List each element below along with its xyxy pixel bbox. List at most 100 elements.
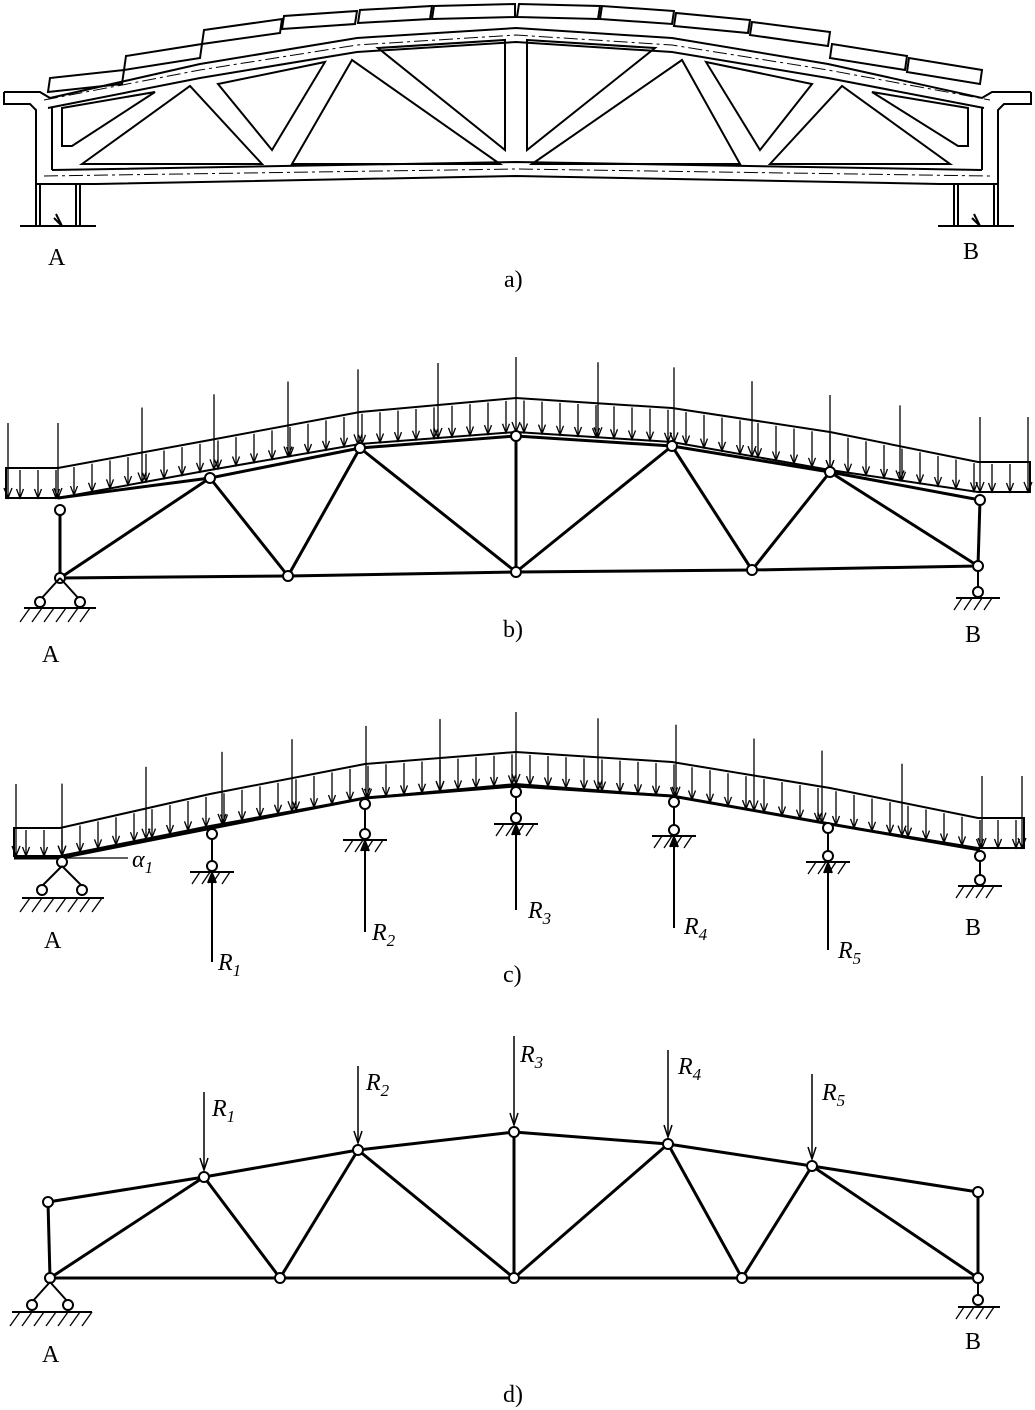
panel-b-web-members (58, 436, 982, 580)
panel-c-short-load-arrow (363, 765, 373, 800)
panel-b-short-load-arrow (861, 441, 871, 478)
panel-d-pin-support-a (9, 1281, 93, 1327)
edge-cantilever-left (3, 92, 37, 184)
panel-b-short-load-arrow (591, 405, 601, 439)
panel-d-web-members (46, 1132, 980, 1280)
panel-c-long-load-arrow (817, 750, 827, 825)
panel-c-reaction-label-2: R2 (371, 920, 396, 950)
panel-b-short-load-arrow (987, 464, 997, 494)
panel-d-load-label-1: R1 (211, 1096, 235, 1126)
panel-c-short-load-arrow (759, 779, 769, 815)
panel-b-short-load-arrow (609, 406, 619, 441)
panel-b-short-load-arrow (501, 400, 511, 435)
panel-c-elastic-support-2 (343, 798, 387, 853)
panel-b-short-load-arrow (915, 452, 925, 486)
panel-c-short-load-arrow (453, 758, 463, 792)
panel-b-short-load-arrow (123, 457, 133, 487)
panel-c-angle-label: α1 (132, 847, 153, 877)
panel-c-short-load-arrow (651, 762, 661, 797)
panel-b-short-load-arrow (879, 444, 889, 480)
panel-c-short-load-arrow (633, 761, 643, 796)
bottom-chord-outer (36, 174, 998, 185)
panel-c-short-load-arrow (75, 825, 85, 854)
panel-a-caption: a) (504, 267, 523, 293)
web-opening-10 (871, 91, 969, 147)
panel-c-short-load-arrow (1011, 820, 1021, 850)
panel-c-short-load-arrow (435, 760, 445, 793)
panel-b-short-load-arrow (483, 402, 493, 436)
panel-d-roller-support-b (955, 1283, 1000, 1320)
panel-b-long-load-arrow (747, 381, 757, 458)
panel-c-short-load-arrow (921, 809, 931, 842)
panel-b-long-load-arrow (137, 407, 147, 485)
panel-d-support-b-label: B (965, 1329, 981, 1355)
web-opening-8 (703, 60, 814, 152)
panel-c-long-load-arrow (977, 776, 987, 850)
panel-b-distributed-load-band (5, 396, 1031, 499)
web-opening-7 (528, 58, 742, 165)
panel-b-short-load-arrow (717, 417, 727, 453)
panel-d-load-arrow-1 (199, 1092, 209, 1173)
panel-b-roller-support-b (953, 571, 1000, 611)
panel-c-short-load-arrow (381, 764, 391, 798)
panel-c-short-load-arrow (39, 830, 49, 858)
bottom-chord-inner (51, 160, 983, 171)
panel-c-long-load-arrow (593, 718, 603, 793)
panel-b-short-load-arrow (213, 440, 223, 471)
top-chord-outer (4, 26, 1031, 100)
panel-c-reaction-label-1: R1 (217, 950, 241, 980)
panel-b-short-load-arrow (393, 410, 403, 443)
panel-a-truss-drawing (3, 2, 1032, 227)
panel-c-support-a-label: A (44, 928, 62, 954)
panel-d-support-a-label: A (42, 1342, 60, 1368)
panel-c-short-load-arrow (975, 820, 985, 850)
panel-c-short-load-arrow (903, 805, 913, 839)
panel-c-reaction-label-3: R3 (527, 898, 551, 928)
panel-b-load-arrows (3, 357, 1033, 500)
panel-b-nodes (54, 430, 986, 584)
panel-c-short-load-arrow (579, 758, 589, 792)
panel-b-short-load-arrow (519, 400, 529, 435)
web-opening-2 (78, 84, 265, 165)
panel-c-long-load-arrow (1017, 776, 1027, 850)
panel-c-short-load-arrow (237, 789, 247, 823)
panel-b-short-load-arrow (15, 470, 25, 500)
panel-c-reaction-label-4: R4 (683, 914, 708, 944)
panel-b-short-load-arrow (663, 409, 673, 444)
panel-b-short-load-arrow (375, 412, 385, 445)
panel-c-elastic-supports (190, 786, 850, 962)
roof-slabs (46, 2, 984, 94)
panel-d-load-arrow-3 (509, 1036, 519, 1128)
panel-c-short-load-arrow (939, 813, 949, 845)
panel-b-short-load-arrow (753, 423, 763, 460)
panel-c-long-load-arrow (141, 766, 151, 841)
panel-c-long-load-arrow (671, 724, 681, 799)
panel-b-long-load-arrow (511, 357, 521, 434)
panel-b-short-load-arrow (177, 447, 187, 477)
panel-b-short-load-arrow (699, 414, 709, 450)
panel-c-short-load-arrow (21, 830, 31, 858)
panel-b-long-load-arrow (669, 367, 679, 445)
panel-c-short-load-arrow (831, 791, 841, 827)
panel-b-short-load-arrow (969, 463, 979, 494)
panel-c-short-load-arrow (741, 776, 751, 811)
truss-centerline (43, 34, 991, 177)
panel-c-short-load-arrow (93, 821, 103, 851)
web-opening-1 (61, 91, 156, 147)
panel-c-short-load-arrow (111, 817, 121, 847)
panel-c-reaction-label-5: R5 (837, 938, 861, 968)
panel-b-caption: b) (503, 617, 523, 643)
panel-c-roller-support-b (955, 850, 1002, 899)
panel-d-load-label-2: R2 (365, 1070, 390, 1100)
panel-b-short-load-arrow (159, 450, 169, 481)
panel-d-load-arrows (199, 1036, 817, 1173)
panel-a-support-a-label: A (48, 245, 66, 271)
panel-d-load-label-4: R4 (677, 1054, 702, 1084)
panel-c-distributed-load-band (13, 750, 1025, 857)
panel-b-long-load-arrow (975, 417, 985, 494)
panel-b-short-load-arrow (771, 425, 781, 463)
top-chord-inner (47, 40, 985, 109)
column-right (938, 184, 1014, 227)
panel-c-short-load-arrow (597, 759, 607, 793)
